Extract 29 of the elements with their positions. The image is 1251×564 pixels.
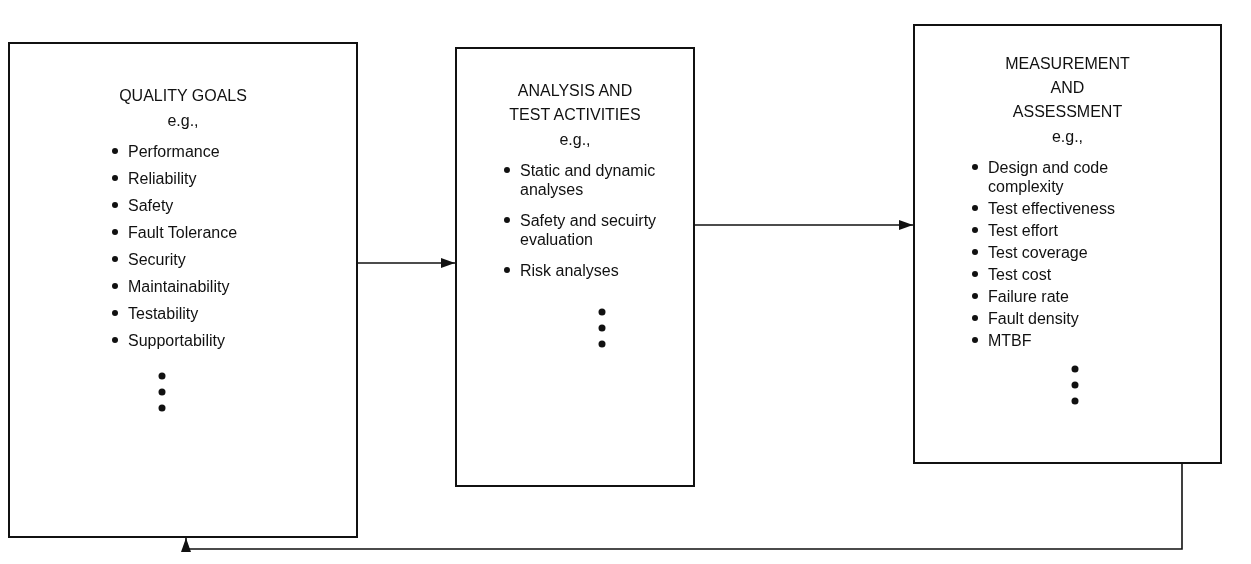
arrow <box>181 463 1183 552</box>
list-item: Fault Tolerance <box>110 223 238 242</box>
list-item: Performance <box>110 142 220 161</box>
list-item: Test effort <box>970 221 1058 240</box>
list-item: Maintainability <box>110 277 230 296</box>
process-box <box>8 42 358 538</box>
example-label: e.g., <box>167 111 199 131</box>
list-item: Safety <box>110 196 174 215</box>
list-item: Design and code complexity <box>970 158 1160 196</box>
list-item: MTBF <box>970 331 1032 350</box>
list-item: Fault density <box>970 309 1079 328</box>
example-label: e.g., <box>559 130 591 150</box>
list-item: Security <box>110 250 186 269</box>
list-item: Static and dynamic analyses <box>502 161 682 199</box>
list-item: Test coverage <box>970 243 1088 262</box>
list-item: Test effectiveness <box>970 199 1115 218</box>
list-item: Supportability <box>110 331 225 350</box>
example-label: e.g., <box>1051 127 1084 147</box>
box-heading: QUALITY GOALS <box>119 86 247 106</box>
list-item: Safety and secuirty evaluation <box>502 211 682 249</box>
list-item: Failure rate <box>970 287 1069 306</box>
arrow <box>357 258 456 268</box>
list-item: Test cost <box>970 265 1052 284</box>
process-box <box>455 47 695 487</box>
process-box <box>913 24 1222 464</box>
list-item: Testability <box>110 304 199 323</box>
arrow <box>694 220 914 230</box>
list-item: Risk analyses <box>502 261 619 280</box>
list-item: Reliability <box>110 169 197 188</box>
